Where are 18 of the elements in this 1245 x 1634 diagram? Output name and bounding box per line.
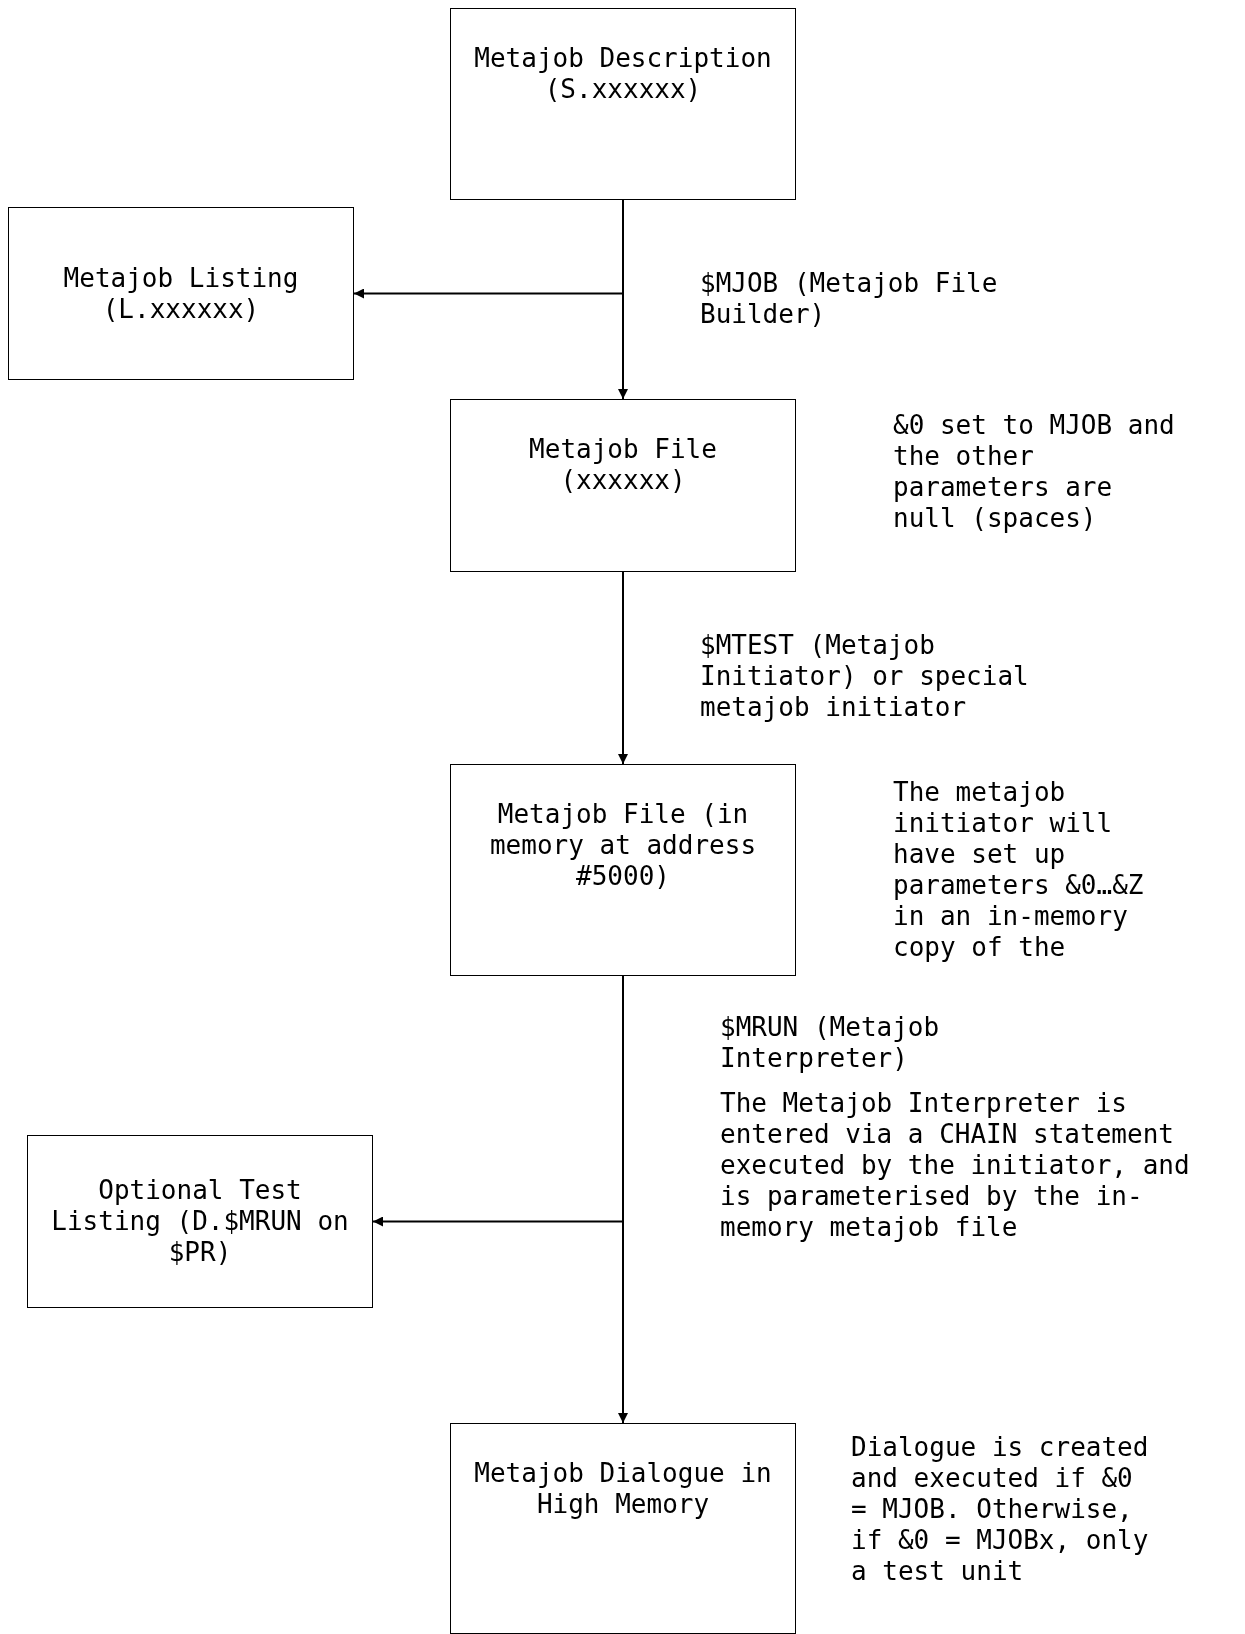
edge-note: The Metajob Interpreter is entered via a CHAIN statement executed by the initiator, and is parameterised by the in-memory metajob file — [720, 1088, 1190, 1243]
edge-note: $MJOB (Metajob File Builder) — [700, 268, 999, 330]
node-label: Metajob Description (S.xxxxxx) — [473, 43, 773, 105]
edge-note: $MRUN (Metajob Interpreter) — [720, 1012, 941, 1074]
node-label: Metajob Dialogue in High Memory — [473, 1458, 773, 1520]
arrow — [618, 571, 628, 765]
process-box — [27, 1135, 373, 1308]
node-label: Metajob File (in memory at address #5000) — [488, 799, 758, 892]
arrow — [618, 199, 628, 400]
note: Dialogue is created and executed if &0 = MJOB. Otherwise, if &0 = MJOBx, only a test unit — [851, 1432, 1150, 1587]
node-label: Metajob Listing (L.xxxxxx) — [62, 262, 300, 325]
note: The metajob initiator will have set up parameters &0…&Z in an in-memory copy of the — [893, 777, 1145, 963]
process-box — [8, 207, 354, 380]
edge-note: $MTEST (Metajob Initiator) or special metajob initiator — [700, 630, 1030, 723]
note: &0 set to MJOB and the other parameters are null (spaces) — [893, 410, 1176, 534]
node-label: Metajob File (xxxxxx) — [528, 434, 718, 496]
node-label: Optional Test Listing (D.$MRUN on $PR) — [50, 1175, 350, 1268]
process-box — [450, 8, 796, 200]
